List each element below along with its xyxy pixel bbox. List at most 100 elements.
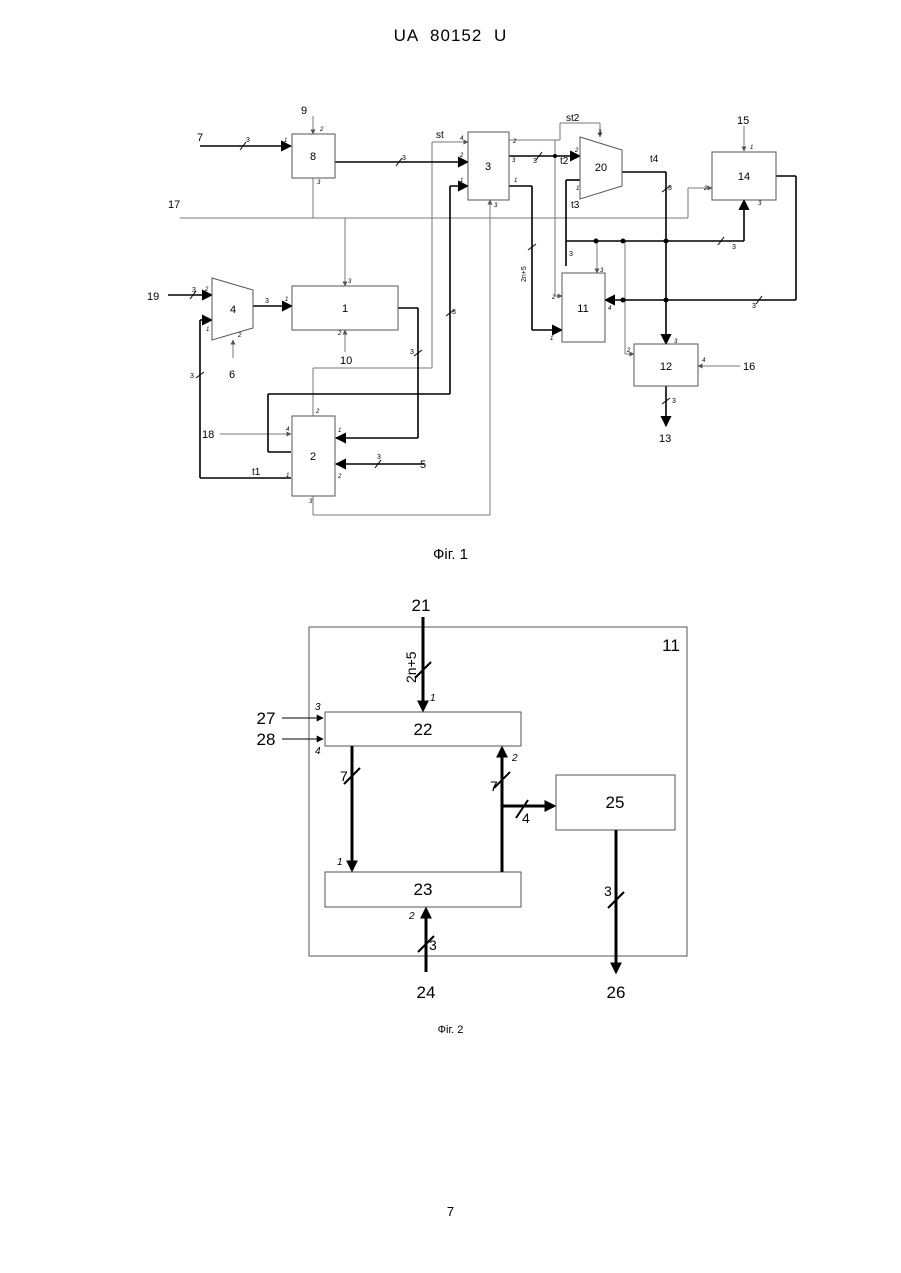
port-label: 1 [286, 473, 289, 479]
port-label: 1 [550, 336, 553, 342]
bus-width-2n5: 2n+5 [521, 266, 528, 282]
terminal-16: 16 [743, 361, 755, 373]
bus-width-3-in: 3 [429, 937, 437, 953]
port-label: 4 [315, 746, 321, 757]
port-label: 2 [337, 331, 342, 337]
port-label: 4 [460, 136, 464, 142]
port-label: 1 [576, 186, 579, 192]
terminal-13: 13 [659, 433, 671, 445]
bus-width-2n5: 2n+5 [403, 651, 419, 683]
fig1-blocks [212, 132, 776, 496]
signal-st: st [436, 130, 444, 141]
block-25-label: 25 [606, 793, 625, 812]
bus-width-label: 3 [246, 137, 250, 144]
port-label: 2 [551, 295, 556, 301]
port-label: 1 [338, 428, 341, 434]
bus-width-label: 3 [377, 454, 381, 461]
bus-width-label: 3 [265, 298, 269, 305]
port-label: 2 [512, 139, 517, 145]
port-label: 3 [317, 180, 321, 186]
bus-width-label: 3 [533, 158, 537, 165]
terminal-26: 26 [607, 983, 626, 1002]
port-label: 3 [494, 203, 498, 209]
block-23-label: 23 [414, 880, 433, 899]
terminal-15: 15 [737, 115, 749, 127]
port-label: 2 [319, 127, 324, 133]
bus-width-label: 3 [752, 303, 756, 310]
signal-st2: st2 [566, 113, 580, 124]
terminal-7: 7 [197, 132, 203, 144]
bus-width-label: 3 [569, 251, 573, 258]
port-label: 1 [206, 327, 209, 333]
port-label: 2 [337, 474, 342, 480]
block-14-label: 14 [738, 171, 750, 183]
page-number: 7 [0, 1204, 901, 1219]
block-2-label: 2 [310, 451, 316, 463]
port-label: 1 [285, 297, 288, 303]
signal-t3: t3 [571, 200, 580, 211]
fig2-thin-lines [282, 718, 323, 739]
port-label: 3 [598, 130, 602, 136]
port-label: 1 [430, 693, 436, 704]
terminal-9: 9 [301, 105, 307, 117]
terminal-21: 21 [412, 596, 431, 615]
port-label: 1 [460, 178, 463, 184]
signal-t1: t1 [252, 467, 261, 478]
port-label: 4 [286, 427, 290, 433]
terminal-17: 17 [168, 199, 180, 211]
bus-width-4: 4 [522, 810, 530, 826]
block-3-label: 3 [485, 161, 491, 173]
bus-width-label: 3 [732, 244, 736, 251]
port-label: 1 [284, 138, 287, 144]
block-8-label: 8 [310, 151, 316, 163]
block-1-label: 1 [342, 303, 348, 315]
bus-width-7-right: 7 [490, 778, 498, 794]
bus-width-3-out: 3 [604, 883, 612, 899]
bus-width-7-left: 7 [340, 768, 348, 784]
block-20-label: 20 [595, 162, 607, 174]
port-label: 3 [309, 499, 313, 505]
bus-width-label: 3 [402, 155, 406, 162]
port-label: 2 [574, 148, 579, 154]
fig2-block-labels: 22 23 25 11 [414, 636, 680, 899]
bus-width-label: 3 [192, 287, 196, 294]
port-label: 2 [626, 348, 631, 354]
port-label: 2 [315, 409, 320, 415]
terminal-28: 28 [257, 730, 276, 749]
terminal-24: 24 [417, 983, 436, 1002]
port-label: 3 [758, 201, 762, 207]
bus-width-label: 3 [410, 349, 414, 356]
terminal-10: 10 [340, 355, 352, 367]
block-11-label: 11 [577, 303, 588, 315]
port-label: 2 [204, 287, 209, 293]
port-label: 3 [315, 702, 321, 713]
figure-2-caption: Фіг. 2 [0, 1024, 901, 1036]
bus-width-label: 3 [190, 373, 194, 380]
port-label: 2 [408, 911, 415, 922]
port-label: 4 [608, 306, 612, 312]
block-4-label: 4 [230, 304, 236, 316]
port-label: 3 [512, 158, 516, 164]
port-label: 1 [750, 145, 753, 151]
block-11-outer-label: 11 [662, 636, 680, 655]
port-label: 1 [337, 857, 343, 868]
port-label: 1 [514, 178, 517, 184]
block-12-label: 12 [660, 361, 672, 373]
port-label: 4 [702, 358, 706, 364]
terminal-19: 19 [147, 291, 159, 303]
terminal-27: 27 [257, 709, 276, 728]
port-label: 2 [237, 333, 242, 339]
terminal-6: 6 [229, 369, 235, 381]
signal-t4: t4 [650, 154, 659, 165]
port-label: 3 [348, 279, 352, 285]
terminal-5: 5 [420, 459, 426, 471]
port-label: 2 [459, 153, 464, 159]
block-22-label: 22 [414, 720, 433, 739]
fig1-thin-lines [180, 116, 744, 515]
port-label: 2 [511, 753, 518, 764]
port-label: 2 [703, 186, 708, 192]
bus-width-label: 3 [672, 398, 676, 405]
figure-1-caption: Фіг. 1 [0, 546, 901, 563]
bus-width-label: 3 [452, 309, 456, 316]
